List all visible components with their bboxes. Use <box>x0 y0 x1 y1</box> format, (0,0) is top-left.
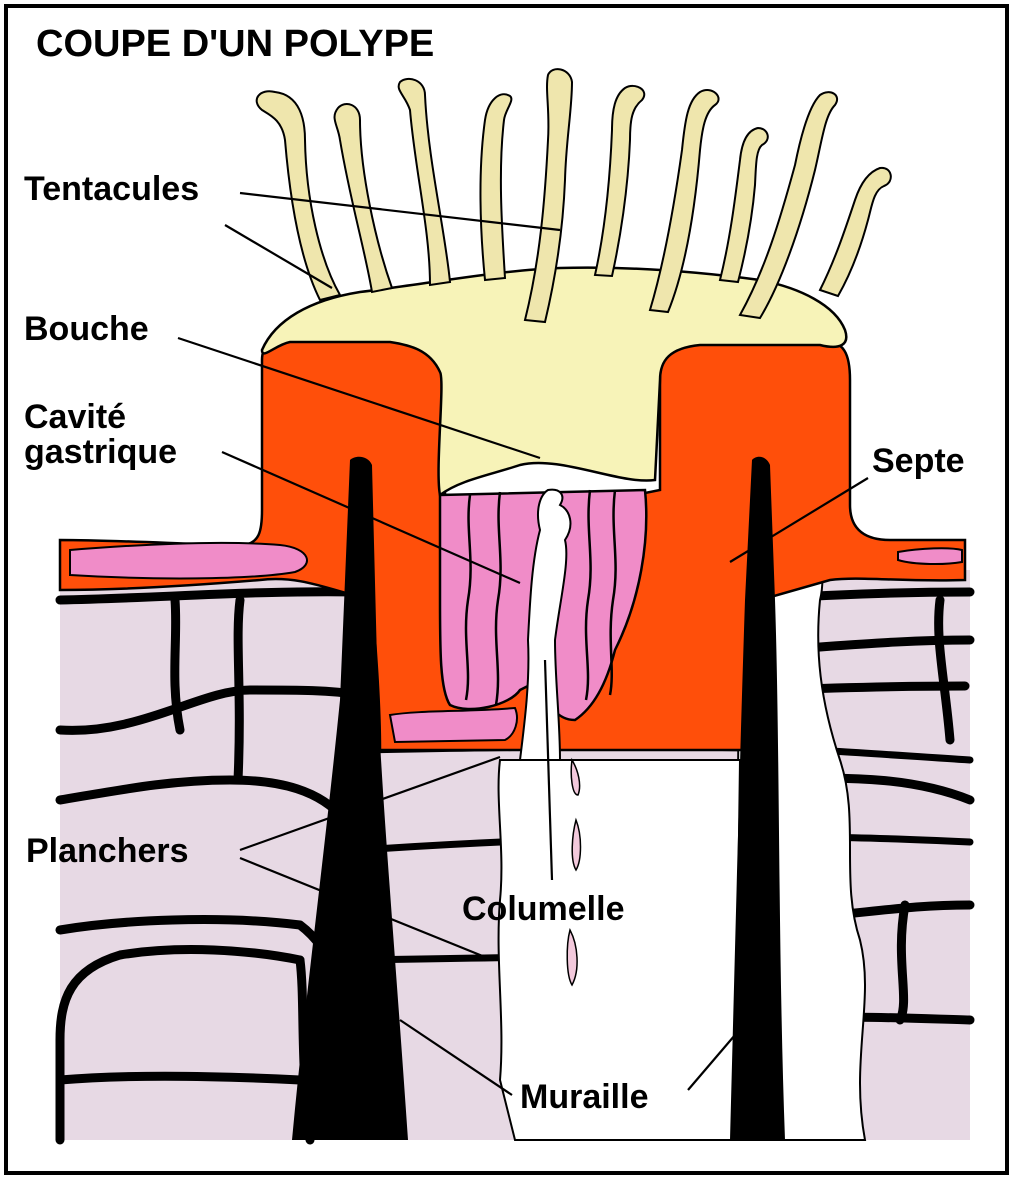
label-columelle: Columelle <box>462 890 624 928</box>
tentacle-7 <box>648 89 720 314</box>
label-planchers: Planchers <box>26 832 189 870</box>
tentacle-9 <box>738 91 839 320</box>
label-bouche: Bouche <box>24 310 149 348</box>
columelle-region <box>497 759 742 1141</box>
tentacle-6 <box>593 84 646 278</box>
tentacle-5 <box>523 68 574 324</box>
diagram-title: COUPE D'UN POLYPE <box>36 23 434 65</box>
tentacle-10 <box>818 166 892 298</box>
label-tentacules: Tentacules <box>24 170 199 208</box>
gastric-cavity-base <box>388 706 518 744</box>
leader-muraille-1 <box>399 1019 513 1096</box>
tentacles <box>255 68 892 324</box>
leader-bouche <box>177 336 541 460</box>
muraille-right <box>730 456 785 1141</box>
label-cavite-line1: Cavité <box>24 398 126 436</box>
leader-cavite <box>221 450 521 585</box>
tentacle-3 <box>397 77 452 287</box>
leader-planchers-1 <box>239 755 501 852</box>
label-cavite-line2: gastrique <box>24 433 177 471</box>
mesentery-folds <box>464 489 617 706</box>
leader-septe <box>729 477 869 563</box>
columelle-top <box>518 488 572 761</box>
coenosarc-canal-left <box>69 541 308 580</box>
leader-tentacules-2 <box>224 224 333 289</box>
columelle-fragments <box>566 757 582 987</box>
label-septe: Septe <box>872 442 965 480</box>
tentacle-1 <box>255 90 342 302</box>
leader-planchers-2 <box>239 856 486 959</box>
muraille-left <box>292 456 408 1141</box>
leader-muraille-2 <box>687 1034 736 1091</box>
leader-tentacules-1 <box>239 191 561 232</box>
leader-columelle <box>543 659 554 881</box>
tentacle-4 <box>479 93 513 282</box>
label-muraille: Muraille <box>520 1078 648 1116</box>
leader-lines <box>177 191 869 1096</box>
coenosarc-canal-right <box>897 547 963 566</box>
tentacle-8 <box>718 126 769 284</box>
